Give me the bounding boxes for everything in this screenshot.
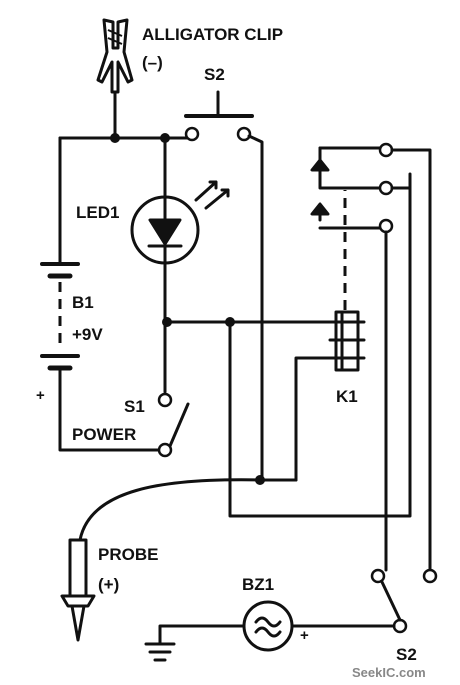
s2-pushbutton-icon [184, 90, 254, 142]
relay-lower-wire [294, 356, 338, 482]
s2-bottom-label: S2 [396, 645, 417, 664]
buzzer-label: BZ1 [242, 575, 274, 594]
s2-bottom-switch-icon [370, 568, 438, 634]
s1-label: S1 [124, 397, 145, 416]
probe-label: PROBE [98, 545, 158, 564]
led-icon [130, 180, 230, 266]
battery-return-wire [58, 368, 162, 452]
s2-top-label: S2 [204, 65, 225, 84]
buzzer-icon [242, 600, 294, 652]
s1-function-label: POWER [72, 425, 136, 444]
battery-plus-label: + [36, 387, 45, 404]
relay-coil-icon [328, 310, 366, 372]
battery-voltage-label: +9V [72, 325, 103, 344]
buzzer-ground-wire [158, 624, 246, 646]
alligator-clip-icon [96, 18, 134, 94]
relay-contacts-icon [310, 142, 394, 234]
probe-polarity-label: (+) [98, 575, 119, 594]
probe-icon [60, 538, 96, 642]
watermark-text: SeekIC.com [352, 665, 426, 680]
ground-icon [144, 642, 176, 662]
relay-nc-wire [390, 148, 432, 572]
led-label: LED1 [76, 203, 119, 222]
s2-right-wire [247, 134, 264, 482]
alligator-clip-polarity: (–) [142, 53, 163, 72]
relay-label: K1 [336, 387, 358, 406]
buzzer-plus-label: + [300, 627, 309, 644]
s1-switch-icon [157, 392, 190, 458]
battery-name-label: B1 [72, 293, 94, 312]
loop-wire [228, 172, 412, 518]
probe-lead-wire [78, 478, 262, 542]
alligator-clip-label: ALLIGATOR CLIP [142, 25, 283, 44]
battery-icon [40, 262, 80, 371]
clip-junction-dot [110, 133, 120, 143]
